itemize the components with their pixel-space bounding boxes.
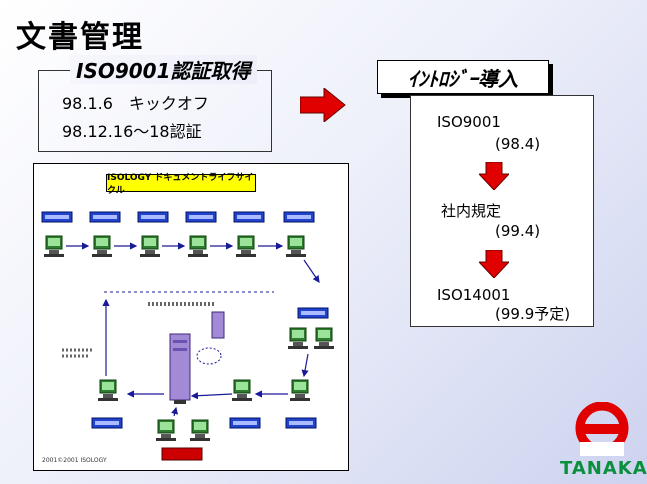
document-lifecycle-diagram: ISOLOGY ドキュメントライフサイクル [33,163,349,471]
lifecycle-flow-graphic [41,211,335,461]
document-server [169,333,191,404]
iso-line-certification: 98.12.16〜18認証 [62,122,202,141]
right-arrow-icon [300,88,346,122]
step-label-iso14001: ISO14001 [437,286,511,304]
intro-section-box: ISO9001 (98.4) 社内規定 (99.4) ISO14001 (99.… [410,95,594,327]
right-column-stations [229,307,335,429]
secondary-server [211,311,225,339]
iso-section-heading: ISO9001認証取得 [70,55,257,84]
bottom-terminals [155,419,211,461]
company-logo [575,402,629,456]
down-arrow-icon [479,250,509,278]
step-label-iso9001: ISO9001 [437,113,501,131]
left-column-stations [91,379,123,429]
step-date-iso9001: (98.4) [495,135,541,153]
step-date-iso14001: (99.9予定) [495,305,571,323]
company-logo-text: TANAKA [560,458,647,479]
intro-section-heading: ｲﾝﾄﾛｼﾞｰ導入 [377,60,549,94]
step-date-internal-rules: (99.4) [495,222,541,240]
down-arrow-icon [479,162,509,190]
diagram-footer: 2001©2001 ISOLOGY [42,457,107,464]
top-row-stations [41,211,315,258]
iso-line-kickoff: 98.1.6 キックオフ [62,94,209,113]
diagram-banner: ISOLOGY ドキュメントライフサイクル [106,173,256,196]
step-label-internal-rules: 社内規定 [441,202,502,220]
slide-title: 文書管理 [16,20,144,55]
